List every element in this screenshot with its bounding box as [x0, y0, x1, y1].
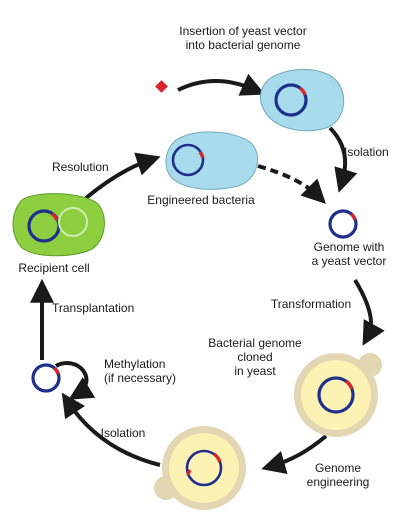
arrow-isolation-top [328, 126, 358, 193]
arrow-engineered-dashed [257, 164, 326, 204]
label-isolation-bottom: Isolation [100, 426, 146, 440]
cycle-arrows [30, 73, 385, 475]
label-resolution: Resolution [52, 160, 109, 174]
arrow-resolution [84, 152, 161, 200]
label-isolation-top: Isolation [344, 145, 389, 159]
isolated-genome-methylation [31, 363, 61, 393]
label-recipient-cell: Recipient cell [18, 261, 90, 275]
yeast-cell-engineered-genome [154, 426, 246, 510]
label-transplantation: Transplantation [52, 301, 135, 315]
bacterium-with-inserted-vector [260, 69, 345, 132]
label-bacterial-genome-cloned: Bacterial genome cloned in yeast [208, 336, 302, 378]
arrow-insertion [177, 73, 266, 96]
arrow-methylation [54, 361, 96, 400]
label-transformation: Transformation [270, 297, 352, 311]
engineered-bacterium [165, 131, 259, 190]
arrow-transformation [353, 278, 385, 346]
isolated-genome-with-vector [328, 209, 358, 239]
label-insertion: Insertion of yeast vector into bacterial… [179, 24, 307, 52]
yeast-vector-fragment [155, 80, 168, 93]
yeast-cell-cloned-genome [294, 353, 382, 437]
label-methylation: Methylation (if necessary) [104, 357, 177, 385]
arrow-isolation-bottom [61, 392, 161, 467]
recipient-cell [12, 193, 105, 257]
label-engineered-bacteria: Engineered bacteria [147, 193, 255, 207]
label-genome-engineering: Genome engineering [306, 461, 370, 489]
label-genome-with-vector: Genome with a yeast vector [311, 240, 387, 268]
arrow-genome-engineering [261, 434, 328, 475]
